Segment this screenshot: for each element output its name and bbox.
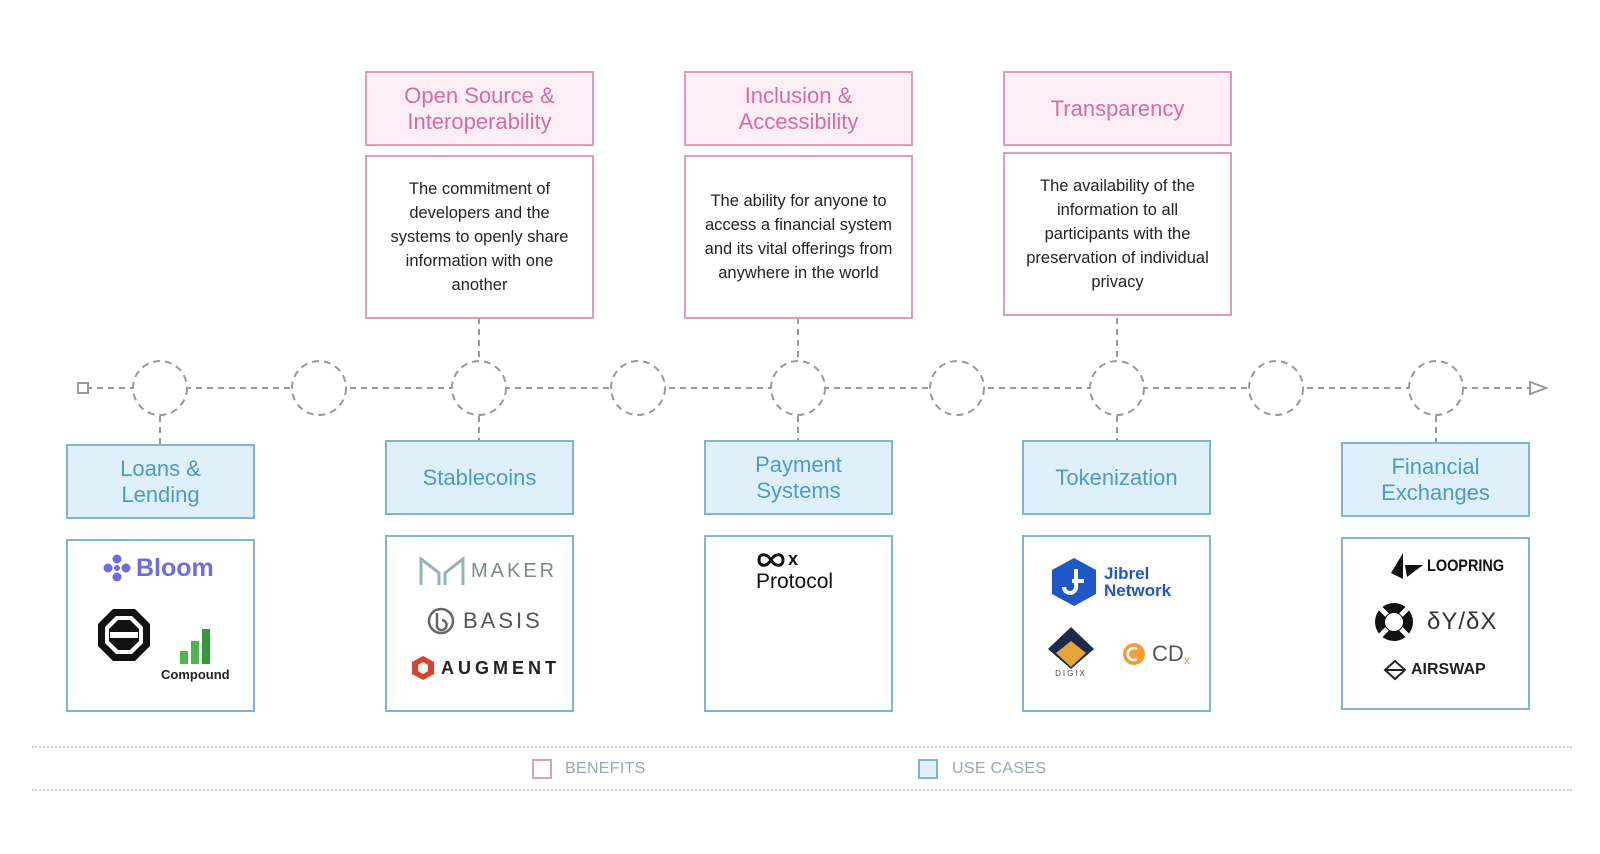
- timeline-node: [1089, 360, 1145, 416]
- usecase-logos-exchanges: LOOPRING δY/δX AIRSWAP: [1341, 537, 1530, 710]
- timeline-arrow-head: [1529, 380, 1549, 396]
- jibrel-label-2: Network: [1104, 581, 1172, 600]
- usecase-title-exchanges: Financial Exchanges: [1341, 442, 1530, 517]
- cdx-icon: [1123, 643, 1145, 665]
- usecase-title-loans: Loans & Lending: [66, 444, 255, 519]
- compound-logo: Compound: [161, 627, 230, 682]
- dydx-label: δY/δX: [1427, 608, 1498, 635]
- maker-logo: MAKER: [419, 555, 557, 587]
- maker-label: MAKER: [471, 559, 558, 582]
- dharma-octagon-icon: [98, 609, 150, 661]
- benefit-description-transparency: The availability of the information to a…: [1003, 152, 1232, 316]
- benefit-title-transparency: Transparency: [1003, 71, 1232, 146]
- augment-logo: AUGMENT: [411, 655, 560, 681]
- benefit-description-inclusion: The ability for anyone to access a finan…: [684, 155, 913, 319]
- usecase-logos-payment: x Protocol: [704, 535, 893, 712]
- bloom-logo: Bloom: [102, 553, 214, 583]
- timeline-node: [291, 360, 347, 416]
- legend-usecases-label: USE CASES: [952, 760, 1047, 777]
- digix-logo: DIGIX: [1046, 625, 1096, 678]
- jibrel-label-1: Jibrel: [1104, 564, 1150, 583]
- timeline-node: [1248, 360, 1304, 416]
- legend-bottom-divider: [32, 789, 1572, 791]
- usecase-title-payment: Payment Systems: [704, 440, 893, 515]
- airswap-logo: AIRSWAP: [1383, 659, 1486, 681]
- legend-top-divider: [32, 746, 1572, 748]
- digix-icon: [1048, 627, 1094, 669]
- jibrel-logo: Jibrel Network: [1050, 557, 1171, 607]
- jibrel-icon: [1052, 558, 1096, 606]
- benefit-title-inclusion: Inclusion & Accessibility: [684, 71, 913, 146]
- loopring-label: LOOPRING: [1427, 556, 1505, 575]
- legend-usecases-swatch: [918, 759, 938, 779]
- infinity-icon: [757, 552, 785, 567]
- legend-benefits-swatch: [532, 759, 552, 779]
- digix-label: DIGIX: [1055, 669, 1087, 678]
- basis-logo: BASIS: [427, 607, 543, 635]
- airswap-label: AIRSWAP: [1411, 661, 1486, 678]
- zerox-logo: x Protocol: [756, 549, 833, 594]
- benefit-title-open-source: Open Source & Interoperability: [365, 71, 594, 146]
- usecase-logos-tokenization: Jibrel Network DIGIX CD x: [1022, 535, 1211, 712]
- dydx-icon: [1375, 603, 1413, 641]
- timeline-node: [929, 360, 985, 416]
- augment-label: AUGMENT: [441, 657, 560, 678]
- legend-benefits-label: BENEFITS: [565, 760, 646, 777]
- timeline-node: [610, 360, 666, 416]
- basis-icon: [427, 607, 455, 635]
- dydx-logo: δY/δX: [1373, 601, 1497, 643]
- timeline-node: [451, 360, 507, 416]
- compound-icon: [180, 629, 211, 664]
- basis-label: BASIS: [463, 608, 543, 633]
- usecase-logos-loans: Bloom Compound: [66, 539, 255, 712]
- usecase-title-tokenization: Tokenization: [1022, 440, 1211, 515]
- timeline-node: [1408, 360, 1464, 416]
- cdx-logo: CD x: [1122, 641, 1190, 667]
- cdx-sub-label: x: [1183, 653, 1190, 667]
- usecase-logos-stablecoins: MAKER BASIS AUGMENT: [385, 535, 574, 712]
- timeline-node: [132, 360, 188, 416]
- augment-icon: [412, 656, 434, 680]
- zerox-protocol-label: Protocol: [756, 570, 834, 593]
- bloom-label: Bloom: [136, 553, 214, 582]
- maker-icon: [419, 555, 465, 585]
- timeline-node: [770, 360, 826, 416]
- loopring-logo: LOOPRING: [1389, 551, 1518, 581]
- timeline-start-square: [77, 382, 89, 394]
- benefit-description-open-source: The commitment of developers and the sys…: [365, 155, 594, 319]
- zerox-x-label: x: [788, 549, 799, 569]
- loopring-icon: [1391, 553, 1423, 579]
- usecase-title-stablecoins: Stablecoins: [385, 440, 574, 515]
- compound-label: Compound: [161, 667, 230, 682]
- airswap-icon: [1383, 659, 1407, 681]
- cdx-label: CD: [1152, 641, 1184, 666]
- bloom-icon: [103, 554, 131, 582]
